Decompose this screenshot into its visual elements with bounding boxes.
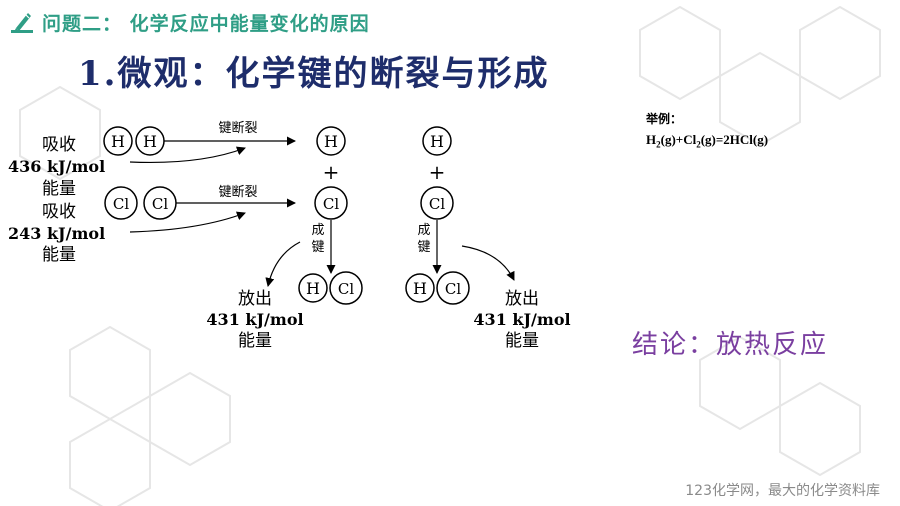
header-title: 问题二： 化学反应中能量变化的原因 xyxy=(42,12,370,35)
energy-word: 能量 xyxy=(42,179,76,199)
form-label-1: 成 xyxy=(417,223,430,238)
plus-sign: + xyxy=(429,160,446,184)
pencil-icon xyxy=(11,13,33,33)
form-label-1: 成 xyxy=(311,223,324,238)
h2-molecule: H H xyxy=(103,126,165,156)
absorb-curve-cl2 xyxy=(129,211,246,233)
hh-bond-energy: 436 kJ/mol xyxy=(8,157,105,176)
break-label: 键断裂 xyxy=(218,121,257,136)
atom-cl-label: Cl xyxy=(445,280,461,298)
hcl-bond-energy: 431 kJ/mol xyxy=(206,310,303,329)
energy-word: 能量 xyxy=(42,245,76,265)
atom-cl-label: Cl xyxy=(152,195,168,213)
atom-h-label: H xyxy=(413,279,427,298)
atom-h-label: H xyxy=(430,132,444,151)
atom-h-label: H xyxy=(306,279,320,298)
atom-h-label: H xyxy=(324,132,338,151)
break-label: 键断裂 xyxy=(218,185,257,200)
form-label-2: 键 xyxy=(417,240,430,255)
free-atom-cl xyxy=(420,186,454,220)
atom-h-label: H xyxy=(111,132,125,151)
absorb-label: 吸收 xyxy=(42,135,76,155)
eq-part: (g)=2HCl(g) xyxy=(700,132,769,147)
free-atom-h xyxy=(316,126,346,156)
release-label: 放出 xyxy=(238,289,272,309)
atom-cl-label: Cl xyxy=(338,280,354,298)
absorb-label: 吸收 xyxy=(42,202,76,222)
atom-cl-label: Cl xyxy=(429,195,445,213)
plus-sign: + xyxy=(323,160,340,184)
bond-energy-diagram: H H Cl Cl 键断裂 键断裂 吸收 436 kJ/mol 能量 吸收 24… xyxy=(8,121,571,351)
conclusion: 结论：放热反应 xyxy=(632,330,829,360)
eq-part: (g)+Cl xyxy=(660,132,697,147)
release-label: 放出 xyxy=(505,289,539,309)
hcl-bond-energy: 431 kJ/mol xyxy=(473,310,570,329)
atom-cl-label: Cl xyxy=(113,195,129,213)
header: 问题二： 化学反应中能量变化的原因 xyxy=(8,6,370,38)
reaction-equation: H2(g)+Cl2(g)=2HCl(g) xyxy=(646,132,768,150)
energy-word: 能量 xyxy=(505,331,539,351)
hcl-molecule: H Cl xyxy=(405,271,470,305)
absorb-curve-h2 xyxy=(129,146,246,164)
cl2-molecule: Cl Cl xyxy=(104,186,177,220)
eq-subscript: 2 xyxy=(656,139,661,150)
release-curve-1 xyxy=(265,241,301,287)
form-label-2: 键 xyxy=(311,240,324,255)
energy-word: 能量 xyxy=(238,331,272,351)
eq-h: H xyxy=(646,132,657,147)
atom-cl-label: Cl xyxy=(323,195,339,213)
release-curve-2 xyxy=(461,245,515,281)
clcl-bond-energy: 243 kJ/mol xyxy=(8,224,105,243)
footer-watermark: 123化学网，最大的化学资料库 xyxy=(685,483,880,499)
free-atom-cl xyxy=(314,186,348,220)
free-atom-h xyxy=(422,126,452,156)
hcl-molecule: H Cl xyxy=(298,271,363,305)
eq-subscript: 2 xyxy=(696,139,701,150)
atom-h-label: H xyxy=(143,132,157,151)
example-label: 举例： xyxy=(646,112,683,126)
page-title: 1.微观：化学键的断裂与形成 xyxy=(78,54,550,94)
